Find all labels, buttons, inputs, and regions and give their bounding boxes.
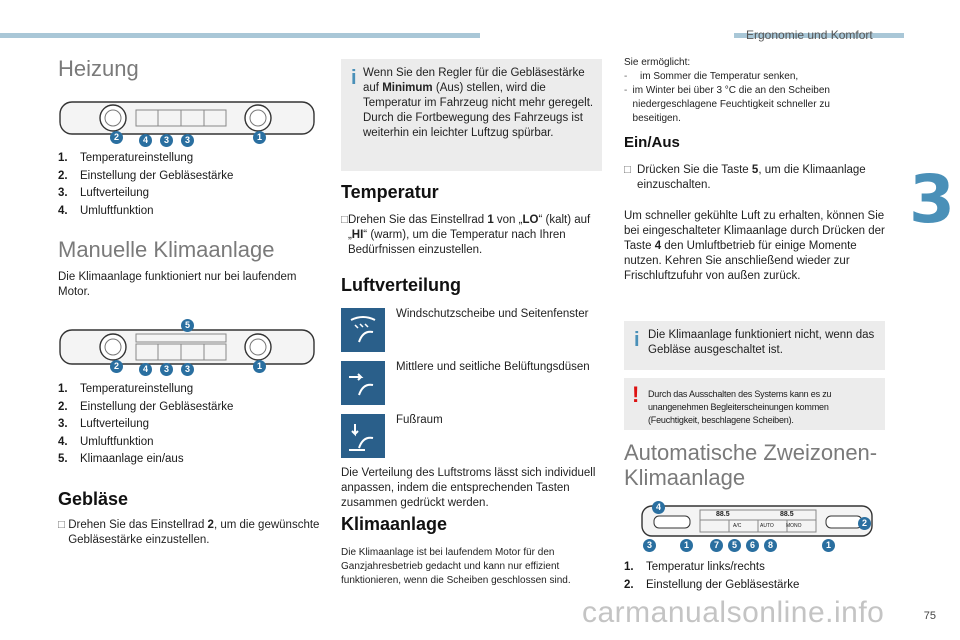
badge-3: 3 bbox=[160, 134, 173, 147]
ein-aus-heading: Ein/Aus bbox=[624, 134, 680, 151]
badge-3: 3 bbox=[160, 363, 173, 376]
watermark: carmanualsonline.info bbox=[582, 596, 885, 629]
badge-4: 4 bbox=[652, 501, 665, 514]
badge-1: 1 bbox=[253, 131, 266, 144]
list-item: 2.Einstellung der Gebläsestärke bbox=[58, 169, 234, 182]
auto-ac-heading: Automatische Zweizonen- Klimaanlage bbox=[624, 440, 878, 490]
klimaanlage-heading: Klimaanlage bbox=[341, 514, 448, 534]
geblaese-heading: Gebläse bbox=[58, 489, 129, 509]
list-item: 3.Luftverteilung bbox=[58, 187, 150, 199]
info-text: Die Klimaanlage funktioniert nicht, wenn… bbox=[648, 329, 875, 356]
list-item: 3.Luftverteilung bbox=[58, 418, 150, 430]
chapter-number: 3 bbox=[909, 161, 955, 238]
badge-3: 3 bbox=[181, 134, 194, 147]
ac-benefit-item: -im Winter bei über 3 °C die an den Sche… bbox=[624, 85, 830, 124]
heating-panel-illustration bbox=[59, 101, 315, 135]
panel-body bbox=[59, 329, 315, 365]
right-temp-display: 88.5 bbox=[780, 511, 794, 518]
manual-ac-legend: 1.Temperatureinstellung 2.Einstellung de… bbox=[58, 381, 233, 469]
temperatur-instruction: □ Drehen Sie das Einstellrad 1 von „LO“ … bbox=[341, 214, 591, 256]
list-item: 2.Einstellung der Gebläsestärke bbox=[624, 578, 800, 591]
header-bar-left bbox=[0, 33, 480, 38]
badge-7: 7 bbox=[710, 539, 723, 552]
auto-ac-legend: 1.Temperatur links/rechts 2.Einstellung … bbox=[624, 559, 799, 594]
badge-5: 5 bbox=[181, 319, 194, 332]
luft-item-footwell: Fußraum bbox=[396, 414, 443, 426]
footwell-air-icon bbox=[341, 414, 385, 458]
section-header-title: Ergonomie und Komfort bbox=[746, 28, 873, 42]
heizung-heading: Heizung bbox=[58, 56, 139, 81]
fan-knob bbox=[99, 333, 127, 361]
list-item: 1.Temperatureinstellung bbox=[58, 152, 194, 164]
temp-knob bbox=[244, 333, 272, 361]
left-temp-display: 88.5 bbox=[716, 511, 730, 518]
badge-5: 5 bbox=[728, 539, 741, 552]
badge-4: 4 bbox=[139, 363, 152, 376]
badge-2: 2 bbox=[110, 360, 123, 373]
ac-benefits-intro: Sie ermöglicht: bbox=[624, 57, 691, 68]
list-item: 1.Temperatureinstellung bbox=[58, 383, 194, 395]
luft-item-windscreen: Windschutzscheibe und Seitenfenster bbox=[396, 308, 589, 320]
warning-box: ! Durch das Ausschalten des Systems kann… bbox=[624, 378, 885, 430]
badge-3: 3 bbox=[181, 363, 194, 376]
header-bar-right bbox=[734, 33, 904, 38]
ein-aus-instruction: □ Drücken Sie die Taste 5, um die Klimaa… bbox=[624, 164, 866, 191]
luft-item-vents: Mittlere und seitliche Belüftungsdüsen bbox=[396, 361, 590, 373]
manual-ac-heading: Manuelle Klimaanlage bbox=[58, 237, 275, 262]
list-item: 4.Umluftfunktion bbox=[58, 204, 154, 217]
ac-benefit-item: -im Sommer die Temperatur senken, bbox=[624, 71, 799, 82]
badge-1: 1 bbox=[680, 539, 693, 552]
warning-text: Durch das Ausschalten des Systems kann e… bbox=[648, 389, 832, 425]
luftverteilung-text: Die Verteilung des Luftstroms lässt sich… bbox=[341, 467, 596, 509]
info-icon: i bbox=[634, 329, 640, 351]
info-icon: i bbox=[351, 67, 357, 89]
badge-6: 6 bbox=[746, 539, 759, 552]
luftverteilung-heading: Luftverteilung bbox=[341, 275, 461, 295]
bullet-mark-icon: □ bbox=[341, 214, 348, 226]
warning-icon: ! bbox=[632, 382, 640, 407]
bullet-mark-icon: □ bbox=[58, 519, 65, 531]
badge-2: 2 bbox=[110, 131, 123, 144]
dual-zone-panel-illustration bbox=[641, 505, 873, 537]
mono-label: MONO bbox=[786, 523, 802, 529]
badge-1: 1 bbox=[253, 360, 266, 373]
list-item: 4.Umluftfunktion bbox=[58, 435, 154, 448]
quick-cool-text: Um schneller gekühlte Luft zu erhalten, … bbox=[624, 210, 885, 282]
ac-label: A/C bbox=[733, 523, 742, 529]
temp-knob bbox=[244, 104, 272, 132]
badge-2: 2 bbox=[858, 517, 871, 530]
panel-body bbox=[59, 101, 315, 135]
badge-1: 1 bbox=[822, 539, 835, 552]
list-item: 1.Temperatur links/rechts bbox=[624, 561, 765, 573]
bullet-mark-icon: □ bbox=[624, 164, 631, 176]
fan-knob bbox=[99, 104, 127, 132]
face-vent-air-icon bbox=[341, 361, 385, 405]
geblaese-instruction: □ Drehen Sie das Einstellrad 2, um die g… bbox=[58, 519, 320, 546]
manual-ac-intro: Die Klimaanlage funktioniert nur bei lau… bbox=[58, 271, 297, 298]
list-item: 5.Klimaanlage ein/aus bbox=[58, 453, 184, 465]
manual-ac-panel-illustration bbox=[59, 329, 315, 365]
badge-3: 3 bbox=[643, 539, 656, 552]
klimaanlage-text: Die Klimaanlage ist bei laufendem Motor … bbox=[341, 547, 571, 586]
page-number: 75 bbox=[923, 610, 936, 622]
heizung-legend: 1.Temperatureinstellung 2.Einstellung de… bbox=[58, 150, 233, 220]
badge-4: 4 bbox=[139, 134, 152, 147]
temperatur-heading: Temperatur bbox=[341, 182, 439, 202]
info-box-minimum: i Wenn Sie den Regler für die Gebläsestä… bbox=[341, 59, 602, 171]
list-item: 2.Einstellung der Gebläsestärke bbox=[58, 400, 234, 413]
info-box-fan-off: i Die Klimaanlage funktioniert nicht, we… bbox=[624, 321, 885, 370]
auto-label: AUTO bbox=[760, 523, 774, 529]
badge-8: 8 bbox=[764, 539, 777, 552]
info-text: Wenn Sie den Regler für die Gebläsestärk… bbox=[363, 67, 594, 139]
windscreen-air-icon bbox=[341, 308, 385, 352]
